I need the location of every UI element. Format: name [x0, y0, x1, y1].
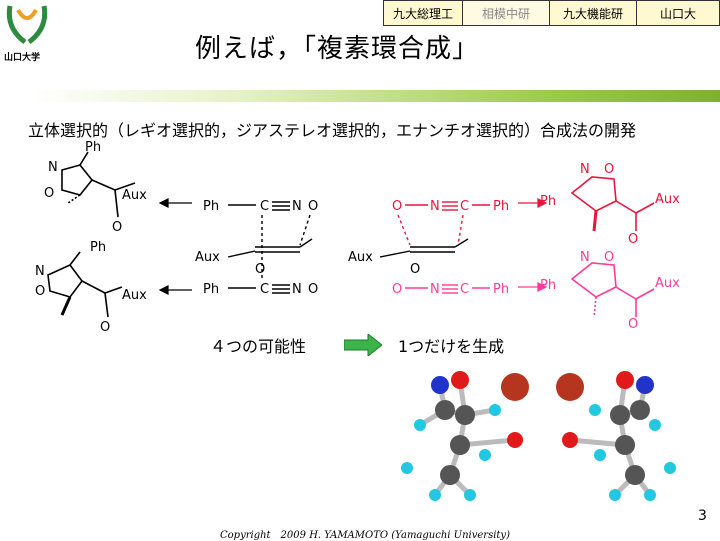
n-label: N [35, 264, 45, 279]
aux-label: Aux [655, 276, 680, 291]
dipole-pink [405, 284, 490, 294]
dipolarophile-right [379, 238, 469, 258]
n-label: N [430, 282, 440, 297]
molecular-models [401, 371, 676, 501]
page-number: 3 [698, 508, 707, 524]
four-possibilities-label: ４つの可能性 [210, 337, 307, 356]
aux-label: Aux [195, 250, 220, 265]
ph-label: Ph [493, 282, 509, 297]
o-label: O [392, 282, 402, 297]
tab-sagami: 相模中研 [462, 0, 550, 26]
n-label: N [580, 250, 590, 265]
o-label: O [308, 282, 318, 297]
atoms [401, 371, 676, 501]
o-label: O [604, 250, 614, 265]
c-label: C [260, 282, 269, 297]
o-label: O [628, 317, 638, 332]
university-logo: 山口大学 [4, 2, 50, 64]
ph-label: Ph [203, 199, 219, 214]
aux-label: Aux [655, 192, 680, 207]
n-label: N [430, 199, 440, 214]
reaction-arrows-left [158, 198, 192, 295]
ph-label: Ph [493, 199, 509, 214]
dipole-black [227, 201, 313, 294]
ph-label: Ph [203, 282, 219, 297]
o-label: O [628, 232, 638, 247]
ph-label: Ph [540, 278, 556, 293]
o-label: O [35, 284, 45, 299]
aux-label: Aux [122, 288, 147, 303]
slide-subtitle: 立体選択的（レギオ選択的，ジアステレオ選択的，エナンチオ選択的）合成法の開発 [28, 121, 637, 140]
c-label: C [460, 199, 469, 214]
product-structure-bottom-right [570, 262, 655, 318]
copyright-footer: Copyright 2009 H. YAMAMOTO (Yamaguchi Un… [220, 530, 510, 541]
o-label: O [44, 186, 54, 201]
tab-kyudai-kinouken: 九大機能研 [549, 0, 637, 26]
o-label: O [410, 262, 420, 277]
o-label: O [112, 220, 122, 235]
ph-label: Ph [540, 194, 556, 209]
product-structure-bottom-left [47, 251, 123, 318]
dipole-red [397, 201, 490, 246]
ph-label: Ph [85, 140, 101, 155]
logo-text: 山口大学 [4, 53, 41, 63]
n-label: N [292, 282, 302, 297]
o-label: O [604, 162, 614, 177]
product-structure-top-left [61, 151, 136, 218]
reaction-arrow-right-bottom [518, 282, 548, 292]
title-underline-bar [30, 90, 720, 102]
tab-kyudai-soriko: 九大総理工 [383, 0, 463, 26]
o-label: O [100, 320, 110, 335]
logo-emblem-icon [6, 5, 48, 45]
aux-label: Aux [348, 250, 373, 265]
o-label: O [255, 262, 265, 277]
ph-label: Ph [90, 240, 106, 255]
reaction-arrow-right-top [518, 198, 548, 208]
aux-label: Aux [122, 188, 147, 203]
n-label: N [48, 160, 58, 175]
product-structure-top-right [570, 176, 655, 232]
arrow-right-icon [344, 334, 382, 356]
n-label: N [292, 199, 302, 214]
slide-title: 例えば，「複素環合成」 [195, 34, 480, 64]
single-product-label: 1つだけを生成 [398, 337, 505, 356]
affiliation-tabs: 九大総理工 相模中研 九大機能研 山口大 [383, 0, 720, 26]
n-label: N [580, 162, 590, 177]
reaction-scheme: Ph Aux N O O Ph Aux N O O Ph C N O Ph C … [35, 140, 680, 335]
tab-yamaguchi: 山口大 [636, 0, 720, 26]
o-label: O [308, 199, 318, 214]
o-label: O [392, 199, 402, 214]
c-label: C [460, 282, 469, 297]
c-label: C [260, 199, 269, 214]
